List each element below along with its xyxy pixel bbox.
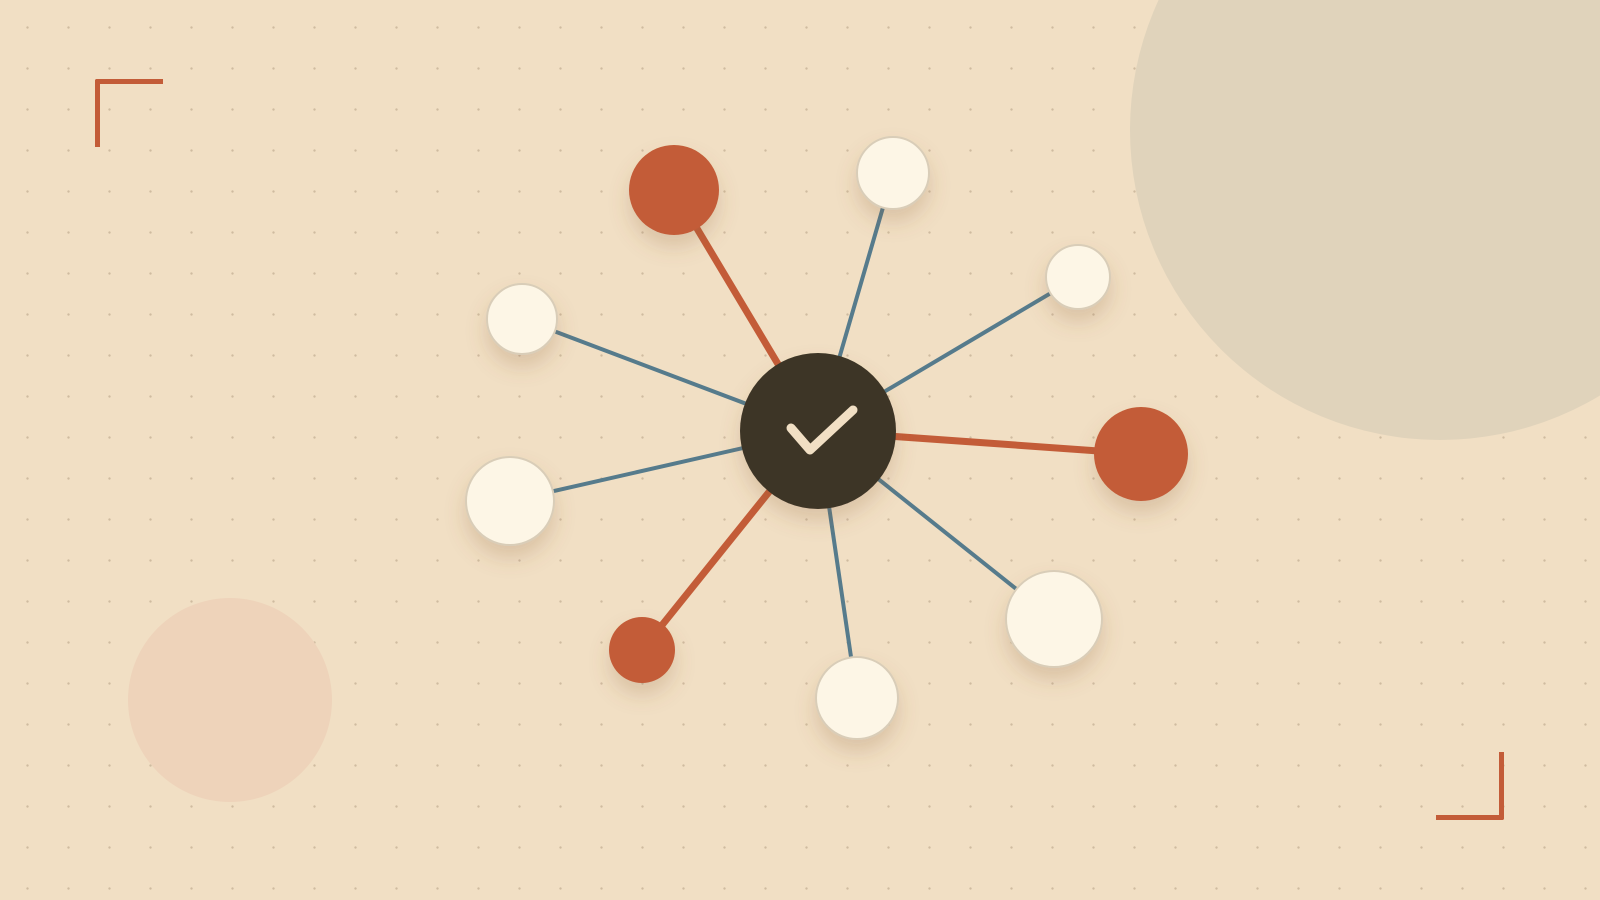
node-lower-right [1005, 570, 1103, 668]
node-left [465, 456, 555, 546]
background-circle-small [128, 598, 332, 802]
node-top [856, 136, 930, 210]
node-top-left-accent [629, 145, 719, 235]
node-bottom [815, 656, 899, 740]
nodes [465, 136, 1188, 740]
corner-bracket-bottom-right [1436, 752, 1504, 820]
node-bottom-left-accent [609, 617, 675, 683]
hub [740, 353, 896, 509]
checkmark-icon [786, 405, 858, 455]
node-right-accent [1094, 407, 1188, 501]
node-upper-right [1045, 244, 1111, 310]
node-upper-left [486, 283, 558, 355]
corner-bracket-top-left [95, 79, 163, 147]
hub-node [740, 353, 896, 509]
